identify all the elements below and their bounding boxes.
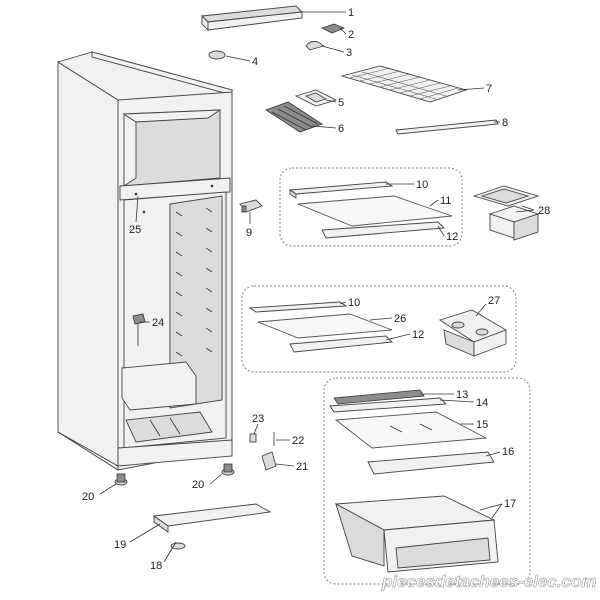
part-23-bushing [249, 433, 257, 443]
part-13-grille-strip [333, 389, 425, 405]
callout-13: 13 [456, 389, 468, 401]
callout-23: 23 [252, 413, 264, 425]
callout-15: 15 [476, 419, 488, 431]
callout-26: 26 [394, 313, 406, 325]
part-26-glass-shelf [257, 313, 393, 339]
part-20-foot-right [221, 463, 235, 476]
callout-5: 5 [338, 97, 344, 109]
part-7-wire-shelf [340, 65, 468, 103]
callout-7: 7 [486, 83, 492, 95]
callout-24: 24 [152, 317, 164, 329]
part-27-egg-tray [438, 309, 508, 357]
callout-12: 12 [446, 231, 458, 243]
callout-18: 18 [150, 560, 162, 572]
callout-numbers: 1 2 3 4 5 6 7 8 9 10 11 12 24 25 26 27 2… [82, 7, 550, 572]
callout-25: 25 [129, 224, 141, 236]
part-4-plug [208, 50, 226, 60]
callout-10-second: 10 [348, 297, 360, 309]
part-9-bracket [239, 199, 263, 213]
part-17-crisper-drawer [334, 495, 499, 573]
callout-27: 27 [488, 295, 500, 307]
part-5-lamp-cover [294, 89, 338, 107]
shelf-rails [175, 207, 213, 357]
callout-9: 9 [246, 227, 252, 239]
part-11-glass-shelf [297, 195, 453, 227]
callout-28: 28 [538, 205, 550, 217]
group-fridge-shelf [241, 285, 517, 373]
part-18-plug [170, 542, 186, 550]
callout-14: 14 [476, 397, 488, 409]
group-crisper [323, 377, 531, 585]
part-14-rear-profile [329, 397, 448, 413]
part-19-base-grille [152, 503, 272, 533]
callout-2: 2 [348, 29, 354, 41]
part-12b-shelf-front-trim [289, 335, 393, 353]
part-20-foot-left [114, 473, 128, 486]
callout-22: 22 [292, 435, 304, 447]
group-freezer-shelf [279, 167, 463, 247]
callout-3: 3 [346, 47, 352, 59]
part-10-shelf-rear-trim [288, 181, 394, 199]
callout-20: 20 [82, 491, 94, 503]
callout-1: 1 [348, 7, 354, 19]
part-2-hinge-pin [320, 23, 346, 34]
part-28-ice-tray-box [472, 185, 540, 241]
callout-8: 8 [502, 117, 508, 129]
part-6-filter-grille [265, 101, 323, 133]
callout-21: 21 [296, 461, 308, 473]
fridge-cabinet [56, 51, 234, 471]
leader-lines [99, 11, 535, 563]
callout-6: 6 [338, 123, 344, 135]
part-21-hinge-bracket [261, 451, 277, 471]
callout-16: 16 [502, 446, 514, 458]
callout-12-second: 12 [412, 329, 424, 341]
callout-19: 19 [114, 539, 126, 551]
callout-17: 17 [504, 498, 516, 510]
part-15-glass-cover [334, 411, 488, 449]
part-1-top-hinge-cover [201, 5, 303, 32]
callout-20-second: 20 [192, 479, 204, 491]
watermark-text: piecesdetachees-elec.com [381, 572, 597, 591]
callout-4: 4 [252, 56, 258, 68]
part-10b-shelf-rear-trim [248, 301, 348, 313]
part-3-hinge-bushing [305, 41, 326, 51]
part-8-rod [395, 119, 499, 135]
part-12-shelf-front-trim [321, 221, 446, 239]
callout-10: 10 [416, 179, 428, 191]
part-16-front-profile [367, 451, 495, 475]
callout-11: 11 [440, 195, 451, 207]
